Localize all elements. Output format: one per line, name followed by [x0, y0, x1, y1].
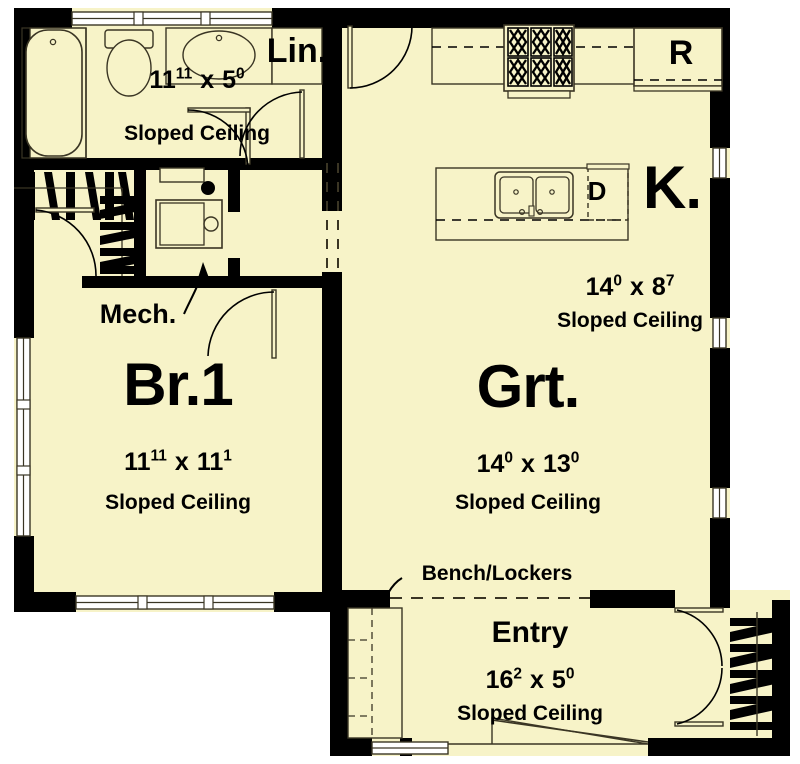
bath-ceiling-note: Sloped Ceiling: [124, 122, 270, 145]
bathtub-icon: [21, 27, 87, 159]
coat-closet: [347, 607, 403, 739]
wall-entry-bottom-1: [330, 738, 372, 756]
kitchen-name: K.: [643, 154, 702, 221]
hatch-bar: [85, 172, 101, 220]
door-bath: [187, 107, 251, 171]
kitchen-ceiling-note: Sloped Ceiling: [557, 309, 703, 332]
entry-closet-hatch: [730, 612, 784, 736]
window-bedroom-bottom: [75, 595, 275, 610]
bedroom1-name: Br.1: [123, 351, 233, 418]
door-bedroom: [207, 289, 277, 359]
floor-fill-entry: [330, 590, 790, 756]
entry-exterior-door: [448, 717, 649, 745]
exterior-walls: [14, 8, 790, 756]
wall-jamb-left: [14, 268, 34, 278]
wall-entry-bottom-3: [648, 738, 790, 756]
refrigerator-label: R: [668, 34, 694, 72]
hatch-bar: [26, 172, 35, 220]
mech-vent-dot: [201, 181, 215, 195]
window-bedroom-left: [16, 337, 31, 537]
wall-right-2: [710, 178, 730, 318]
entry-fixtures: [347, 577, 784, 745]
wall-bottom-left-1: [14, 592, 76, 612]
entry-ceiling-note: Sloped Ceiling: [457, 702, 603, 725]
windows: [16, 11, 727, 755]
refrigerator-icon: [633, 27, 723, 92]
vanity-sink-icon: [165, 27, 273, 85]
entry-name: Entry: [491, 616, 569, 649]
wall-right-4: [710, 518, 730, 598]
great-room-ceiling-note: Sloped Ceiling: [455, 491, 601, 514]
linen-closet: [271, 27, 323, 85]
mech-callout-arrow: [183, 262, 209, 315]
linen-closet-label: Lin.: [266, 32, 328, 70]
wall-bath-bottom-1: [14, 158, 134, 170]
dishwasher-label: D: [587, 176, 607, 206]
bedroom1-ceiling-note: Sloped Ceiling: [105, 491, 251, 514]
door-mech: [35, 207, 97, 277]
wall-mid-vert-1: [322, 8, 342, 163]
window-right-1: [712, 147, 727, 179]
wall-entry-top-3: [710, 590, 730, 608]
wall-mid-vert-2: [322, 163, 342, 211]
wall-hall-bottom: [240, 276, 332, 288]
door-entry-double: [674, 607, 724, 727]
bath-fixtures: [21, 27, 323, 159]
window-entry-bottom: [371, 741, 449, 755]
wall-mech-right-1: [228, 158, 240, 212]
window-right-3: [712, 487, 727, 519]
window-right-2: [712, 317, 727, 349]
kitchen-range-icon: [503, 24, 575, 99]
water-heater-icon: [155, 199, 223, 249]
kitchen-fixtures: [431, 24, 723, 241]
floor-fill-group: [14, 8, 790, 756]
doors: [35, 25, 724, 727]
mech-room-label: Mech.: [99, 299, 177, 329]
wall-entry-top-2: [590, 590, 675, 608]
mech-shelf: [159, 167, 205, 183]
wall-right-3: [710, 348, 730, 488]
door-linen: [239, 89, 305, 159]
dishwasher-icon: [586, 163, 630, 221]
toilet-icon: [104, 29, 154, 97]
kitchen-double-sink-icon: [494, 171, 574, 219]
mech-equipment: [155, 167, 223, 315]
great-room-name: Grt.: [476, 353, 581, 420]
wall-mech-bottom: [82, 276, 232, 288]
wall-top-right: [344, 8, 730, 28]
hatch-bar: [66, 172, 75, 220]
wall-mid-vert-3: [322, 272, 342, 602]
wall-entry-left: [330, 590, 348, 756]
stairs-treads: [100, 196, 140, 274]
door-kitchen-top: [347, 25, 413, 89]
window-bath-top: [71, 11, 273, 26]
bench-lockers-label: Bench/Lockers: [421, 562, 573, 585]
